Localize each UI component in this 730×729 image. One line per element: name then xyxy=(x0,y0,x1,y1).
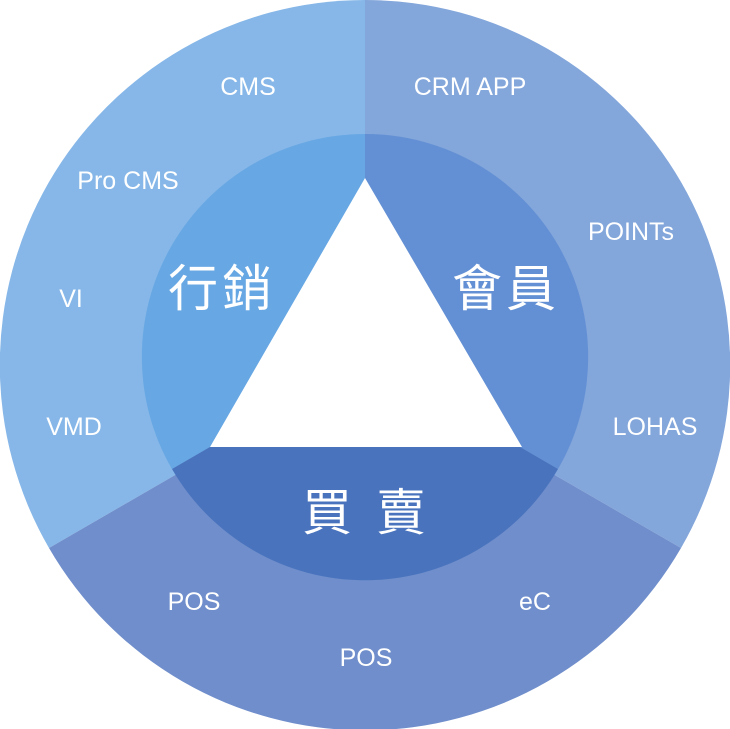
marketing-title: 行銷 xyxy=(168,260,276,318)
sales-item-pos-left: POS xyxy=(168,588,221,616)
member-item-lohas: LOHAS xyxy=(613,413,698,441)
member-item-crm-app: CRM APP xyxy=(414,73,527,101)
sales-title: 買 賣 xyxy=(302,484,430,542)
marketing-item-vi: VI xyxy=(59,285,83,313)
center-triangle xyxy=(210,178,522,447)
marketing-item-pro-cms: Pro CMS xyxy=(77,167,178,195)
sales-item-ec: eC xyxy=(519,588,551,616)
member-item-points: POINTs xyxy=(588,218,674,246)
sales-item-pos-bottom: POS xyxy=(340,644,393,672)
marketing-item-vmd: VMD xyxy=(46,413,102,441)
marketing-item-cms: CMS xyxy=(220,73,276,101)
inner-sector-sales xyxy=(172,357,558,581)
member-title: 會員 xyxy=(452,260,560,318)
